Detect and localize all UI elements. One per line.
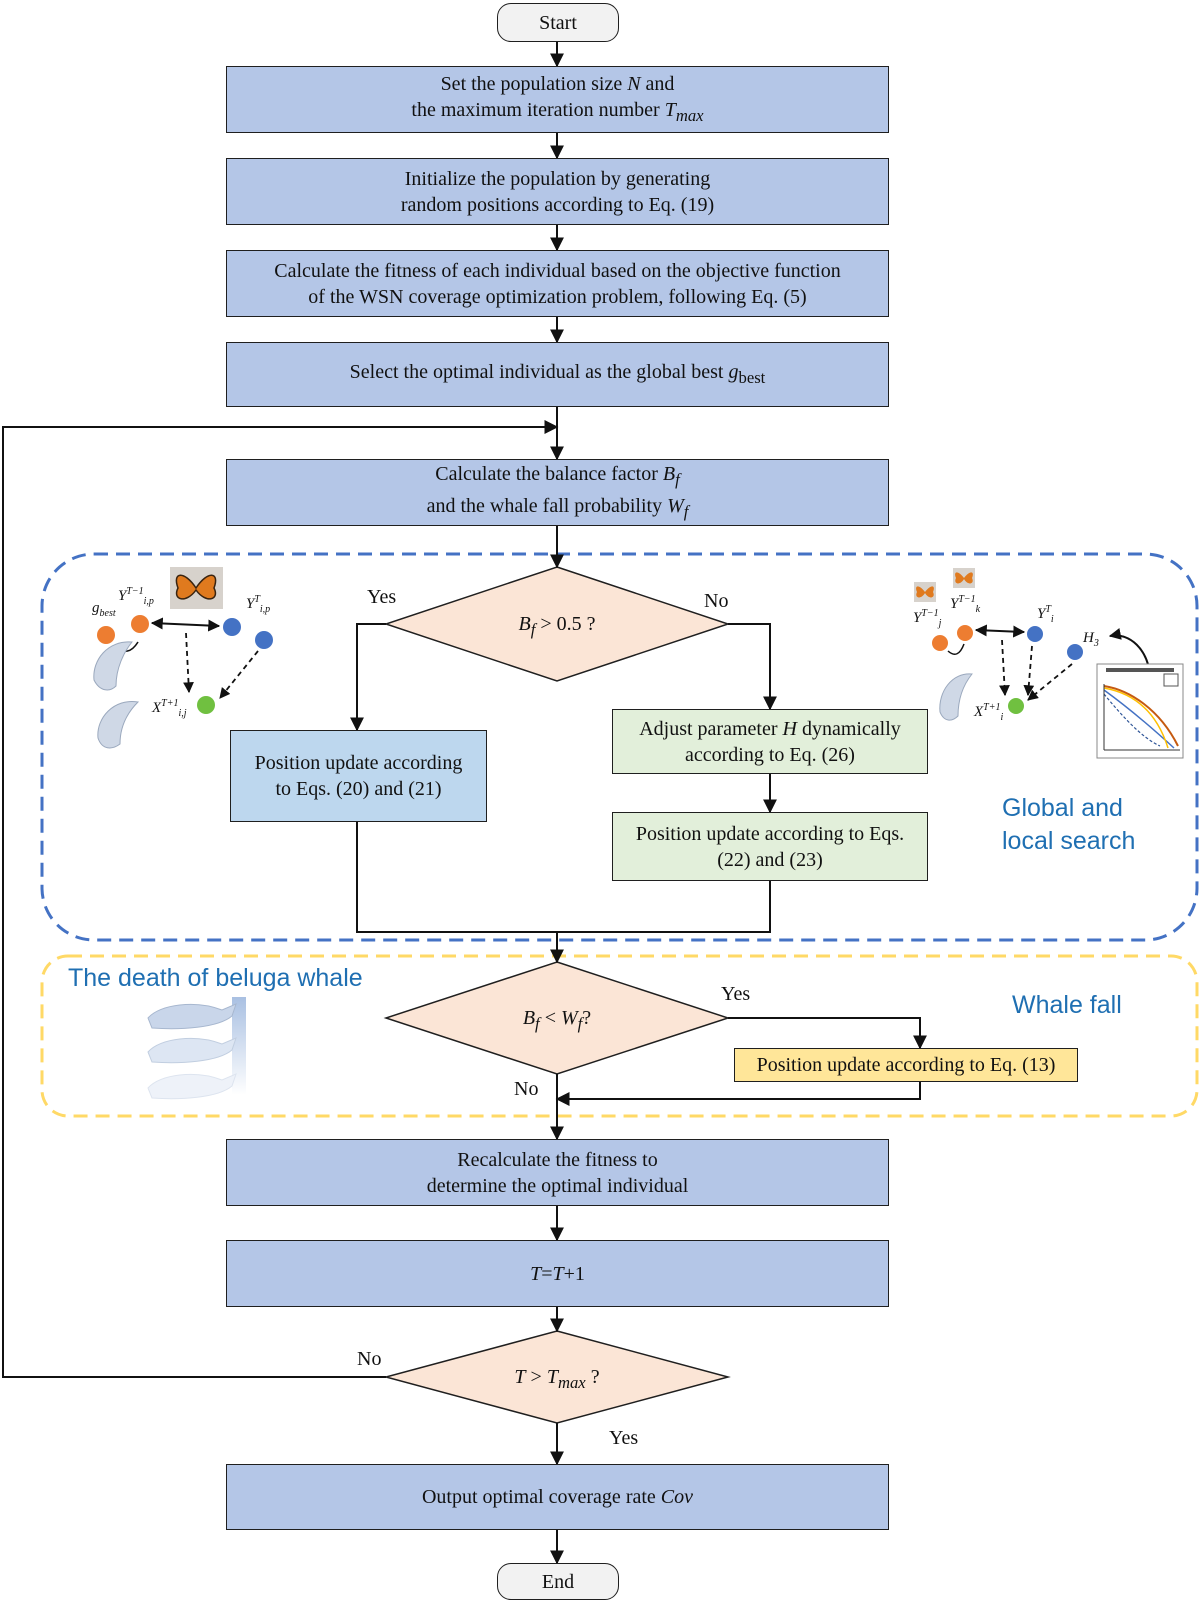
decision-tmax-no-label: No: [357, 1348, 382, 1370]
decision-wf-no-label: No: [514, 1078, 539, 1100]
end-label: End: [541, 1570, 575, 1593]
exploitation-illustration: [914, 568, 1184, 759]
adjust-h-line2: according to Eq. (26): [685, 743, 855, 766]
adjust-h-line1: Adjust parameter H dynamically: [639, 717, 901, 740]
x-i-next-symbol: XT+1i: [974, 702, 1004, 723]
select-global-best-box: Select the optimal individual as the glo…: [226, 342, 889, 407]
orange-dot: [932, 635, 948, 651]
curve-plot-icon: [1096, 663, 1184, 759]
merge-exploitation: [557, 881, 771, 933]
orange-dot: [131, 615, 149, 633]
initialize-population-box: Initialize the population by generating …: [226, 158, 889, 225]
decision-bf-text: Bf > 0.5 ?: [518, 613, 596, 639]
beluga-death-label: The death of beluga whale: [68, 964, 363, 992]
green-dot: [1008, 698, 1024, 714]
decision-wf-yes-label: Yes: [721, 983, 751, 1005]
arrow-decision-no: [728, 623, 777, 711]
select-line: Select the optimal individual as the glo…: [349, 360, 766, 387]
balance-line1: Calculate the balance factor Bf: [435, 462, 680, 489]
arrow-decision-yes: [350, 623, 386, 732]
green-dot: [197, 696, 215, 714]
arrow-whalefall-back: [555, 1082, 921, 1106]
output-line: Output optimal coverage rate Cov: [421, 1486, 694, 1508]
orange-dot: [97, 626, 115, 644]
output-coverage-box: Output optimal coverage rate Cov: [226, 1464, 889, 1530]
decision-tmax-text: T > Tmax ?: [514, 1366, 600, 1392]
adjust-h-box: Adjust parameter H dynamically according…: [612, 709, 928, 774]
exploration-line2: to Eqs. (20) and (21): [275, 778, 442, 800]
recalc-line2: determine the optimal individual: [426, 1174, 689, 1197]
y-j-symbol: YT−1j: [913, 608, 942, 629]
y-k-symbol: YT−1k: [950, 594, 981, 615]
blue-dot: [1067, 644, 1083, 660]
orange-dot: [957, 625, 973, 641]
set-population-box: Set the population size N and the maximu…: [226, 66, 889, 133]
calculate-fitness-box: Calculate the fitness of each individual…: [226, 250, 889, 317]
start-terminal: Start: [497, 3, 619, 42]
y-prev-symbol: YT−1i,p: [118, 586, 154, 607]
fitness-line2: of the WSN coverage optimization problem…: [308, 285, 807, 308]
merge-exploration: [356, 822, 557, 933]
blue-dot: [223, 618, 241, 636]
exploration-illustration: [93, 567, 273, 749]
arrow-loop-back: [2, 420, 559, 1378]
global-local-search-label: Global and local search: [1002, 794, 1136, 855]
beluga-whale-icon: [93, 641, 140, 749]
exploration-line1: Position update according: [254, 752, 463, 774]
fade-bar: [232, 997, 246, 1095]
set-population-line2: the maximum iteration number Tmax: [411, 98, 704, 125]
whale-fall-update-box: Position update according to Eq. (13): [734, 1048, 1078, 1082]
y-curr-symbol: YTi,p: [246, 594, 271, 615]
beluga-whale-icon: [147, 1037, 237, 1064]
increment-iteration-box: T=T+1: [226, 1240, 889, 1307]
decision-bf-no-label: No: [704, 590, 729, 612]
increment-text: T=T+1: [530, 1262, 585, 1285]
initialize-line2: random positions according to Eq. (19): [400, 193, 715, 216]
initialize-line1: Initialize the population by generating: [404, 167, 711, 190]
whale-fall-region: [40, 954, 1199, 1118]
decision-wf-text: Bf < Wf?: [522, 1007, 592, 1033]
end-terminal: End: [497, 1563, 619, 1600]
g-best-symbol: gbest: [92, 600, 116, 619]
beluga-whale-icon: [147, 1073, 237, 1100]
h3-symbol: H3: [1083, 630, 1099, 649]
y-i-symbol: YTi: [1037, 604, 1054, 625]
exploration-update-box: Position update according to Eqs. (20) a…: [230, 730, 487, 822]
beluga-whale-icon: [147, 1003, 237, 1030]
recalculate-fitness-box: Recalculate the fitness to determine the…: [226, 1139, 889, 1206]
decision-tmax-yes-label: Yes: [609, 1427, 639, 1449]
balance-line2: and the whale fall probability Wf: [426, 494, 689, 521]
arrow-wf-yes: [728, 1017, 927, 1050]
whale-fall-label: Whale fall: [1012, 991, 1122, 1019]
blue-dot: [1027, 626, 1043, 642]
blue-dot: [255, 631, 273, 649]
fitness-line1: Calculate the fitness of each individual…: [274, 259, 841, 282]
x-next-symbol: XT+1i,j: [152, 698, 187, 719]
whale-fall-update-text: Position update according to Eq. (13): [756, 1054, 1056, 1076]
set-population-line1: Set the population size N and: [440, 72, 675, 95]
decision-bf-yes-label: Yes: [367, 586, 397, 608]
decision-bf-diamond: [383, 566, 731, 682]
calculate-balance-box: Calculate the balance factor Bf and the …: [226, 459, 889, 526]
beluga-whale-icon: [939, 673, 973, 721]
exploitation-update-box: Position update according to Eqs. (22) a…: [612, 812, 928, 881]
start-label: Start: [539, 11, 577, 34]
recalc-line1: Recalculate the fitness to: [457, 1148, 658, 1171]
exploitation-line1: Position update according to Eqs.: [635, 822, 905, 845]
exploitation-line2: (22) and (23): [717, 848, 823, 871]
beluga-death-illustration: [147, 997, 246, 1100]
